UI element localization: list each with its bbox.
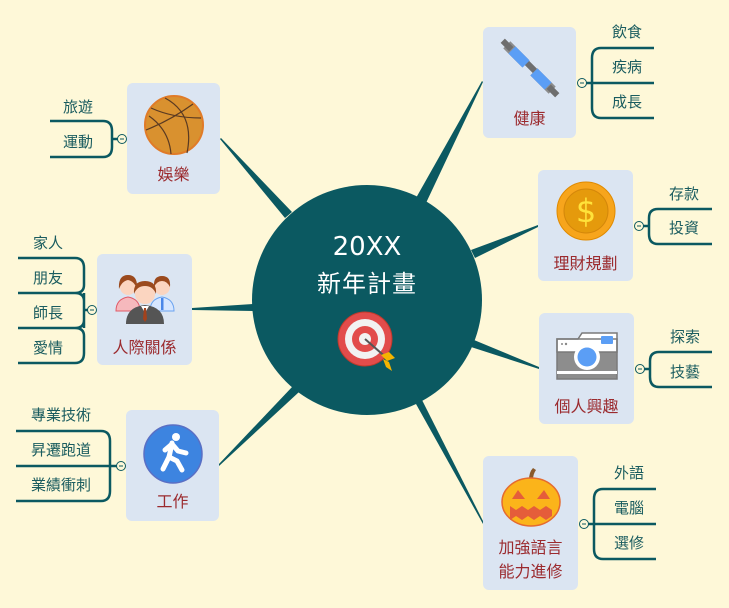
collapse-toggle-finance[interactable] (634, 221, 644, 231)
camera-icon (555, 332, 618, 380)
leaf-hobby-craft[interactable]: 技藝 (669, 363, 700, 381)
branch-hobby[interactable]: 個人興趣 (539, 313, 634, 424)
leaf-work-skills[interactable]: 專業技術 (30, 406, 91, 424)
branch-work[interactable]: 工作 (126, 410, 219, 521)
leaf-relationships-friends[interactable]: 朋友 (32, 269, 63, 287)
branch-language-label-1: 加強語言 (498, 538, 563, 557)
central-title-year: 20XX (332, 232, 402, 262)
target-arrow-icon (337, 311, 395, 371)
basketball-icon (143, 95, 204, 155)
leaf-language-foreign[interactable]: 外語 (613, 464, 644, 482)
collapse-toggle-language[interactable] (579, 519, 589, 529)
collapse-toggle-entertainment[interactable] (117, 134, 127, 144)
branch-entertainment-label: 娛樂 (157, 165, 190, 184)
people-group-icon (114, 275, 175, 324)
svg-text:$: $ (575, 192, 595, 230)
dumbbell-icon (500, 38, 559, 98)
leaf-relationships-teachers[interactable]: 師長 (32, 304, 63, 322)
branch-relationships[interactable]: 人際關係 (97, 254, 192, 365)
leaf-health-growth[interactable]: 成長 (611, 93, 642, 111)
connector-language (416, 398, 484, 524)
dollar-coin-icon: $ (556, 181, 615, 241)
central-topic[interactable]: 20XX 新年計畫 (252, 185, 482, 415)
leaf-finance-savings[interactable]: 存款 (668, 185, 699, 203)
leaf-entertainment-sports[interactable]: 運動 (62, 133, 93, 151)
leaf-finance-investment[interactable]: 投資 (668, 219, 699, 237)
connector-hobby (471, 340, 539, 369)
branch-work-label: 工作 (156, 492, 189, 511)
collapse-toggle-hobby[interactable] (635, 364, 645, 374)
leaf-entertainment-travel[interactable]: 旅遊 (62, 98, 93, 116)
leaf-language-elective[interactable]: 選修 (613, 534, 644, 552)
collapse-toggle-relationships[interactable] (87, 305, 97, 315)
leaf-health-illness[interactable]: 疾病 (611, 58, 642, 76)
central-title-text: 新年計畫 (317, 270, 417, 298)
leaf-work-performance[interactable]: 業績衝刺 (30, 476, 91, 494)
leaf-work-promotion[interactable]: 昇遷跑道 (30, 441, 91, 459)
connector-entertainment (220, 138, 292, 218)
leaf-health-diet[interactable]: 飲食 (611, 23, 642, 41)
connector-health (416, 81, 483, 203)
pumpkin-icon (500, 468, 561, 527)
branch-entertainment[interactable]: 娛樂 (127, 83, 220, 194)
leaf-relationships-love[interactable]: 愛情 (32, 339, 63, 357)
leaf-relationships-family[interactable]: 家人 (32, 234, 63, 252)
branch-health[interactable]: 健康 (483, 27, 576, 138)
collapse-toggle-health[interactable] (577, 78, 587, 88)
collapse-toggle-work[interactable] (116, 461, 126, 471)
branch-finance-label: 理財規劃 (553, 254, 618, 273)
running-person-icon (142, 424, 203, 484)
connector-finance (471, 225, 538, 258)
connector-relationships (192, 304, 253, 311)
branch-language[interactable]: 加強語言 能力進修 (483, 456, 578, 590)
branch-finance[interactable]: $ 理財規劃 (538, 170, 633, 281)
branch-hobby-label: 個人興趣 (554, 397, 619, 416)
connector-work (218, 386, 299, 466)
leaf-language-computer[interactable]: 電腦 (613, 499, 644, 517)
leaf-hobby-explore[interactable]: 探索 (669, 328, 700, 346)
branch-health-label: 健康 (513, 109, 546, 128)
branch-language-label-2: 能力進修 (498, 562, 563, 581)
branch-relationships-label: 人際關係 (112, 338, 177, 357)
